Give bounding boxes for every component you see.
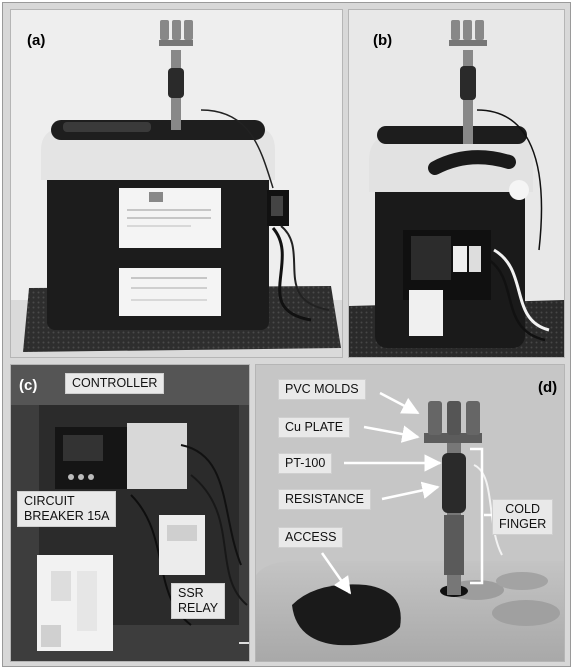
label-access-text: ACCESS xyxy=(285,530,337,544)
label-pvc-molds: PVC MOLDS xyxy=(278,379,366,400)
panel-d-cold-finger: (d) PVC MOLDS Cu PLATE PT-100 RESISTANCE… xyxy=(255,364,565,662)
label-cold-finger-line2: FINGER xyxy=(499,517,547,531)
arrow-pvc-molds xyxy=(379,391,420,415)
panel-a-letter: (a) xyxy=(27,32,46,49)
label-cold-finger-line1: COLD xyxy=(505,502,540,516)
ssr-relay-unit xyxy=(159,515,205,575)
panel-d-letter: (d) xyxy=(538,379,558,396)
arrow-resistance xyxy=(381,481,440,501)
label-controller-text: CONTROLLER xyxy=(72,376,158,390)
cooler-label-bottom xyxy=(119,268,221,316)
label-ssr-relay-line1: SSR xyxy=(178,586,204,600)
cold-finger-bracket xyxy=(470,447,484,585)
cooler-lid xyxy=(41,128,275,180)
panel-b-letter: (b) xyxy=(373,32,393,49)
label-pvc-molds-text: PVC MOLDS xyxy=(285,382,359,396)
label-resistance-text: RESISTANCE xyxy=(285,492,364,506)
label-access: ACCESS xyxy=(278,527,344,548)
panel-c-letter: (c) xyxy=(19,377,38,394)
panel-b-cooler-side: (b) xyxy=(348,9,565,358)
label-cold-finger: COLD FINGER xyxy=(492,499,554,535)
label-circuit-breaker-line1: CIRCUIT xyxy=(24,494,75,508)
label-ssr-relay-line2: RELAY xyxy=(178,601,219,615)
panel-c-electronics: (c) CONTROLLER CIRCUIT BREAKER 15A SSR R… xyxy=(10,364,250,662)
label-pt100-text: PT-100 xyxy=(285,456,326,470)
label-cu-plate-text: Cu PLATE xyxy=(285,420,344,434)
label-resistance: RESISTANCE xyxy=(278,489,371,510)
arrow-access xyxy=(320,552,352,595)
label-pt100: PT-100 xyxy=(278,453,333,474)
label-controller: CONTROLLER xyxy=(65,373,165,394)
label-circuit-breaker-line2: BREAKER 15A xyxy=(24,509,110,523)
pvc-mold xyxy=(428,401,442,435)
panel-a-photo xyxy=(11,10,342,357)
circuit-breaker xyxy=(409,290,443,336)
cu-plate xyxy=(424,433,482,443)
label-ssr-relay: SSR RELAY xyxy=(171,583,226,619)
label-circuit-breaker: CIRCUIT BREAKER 15A xyxy=(17,491,117,527)
panel-a-cooler-front: (a) xyxy=(10,9,343,358)
arrow-cu-plate xyxy=(363,425,420,443)
panel-b-photo xyxy=(349,10,564,357)
label-cu-plate: Cu PLATE xyxy=(278,417,351,438)
access-cover xyxy=(292,584,401,646)
